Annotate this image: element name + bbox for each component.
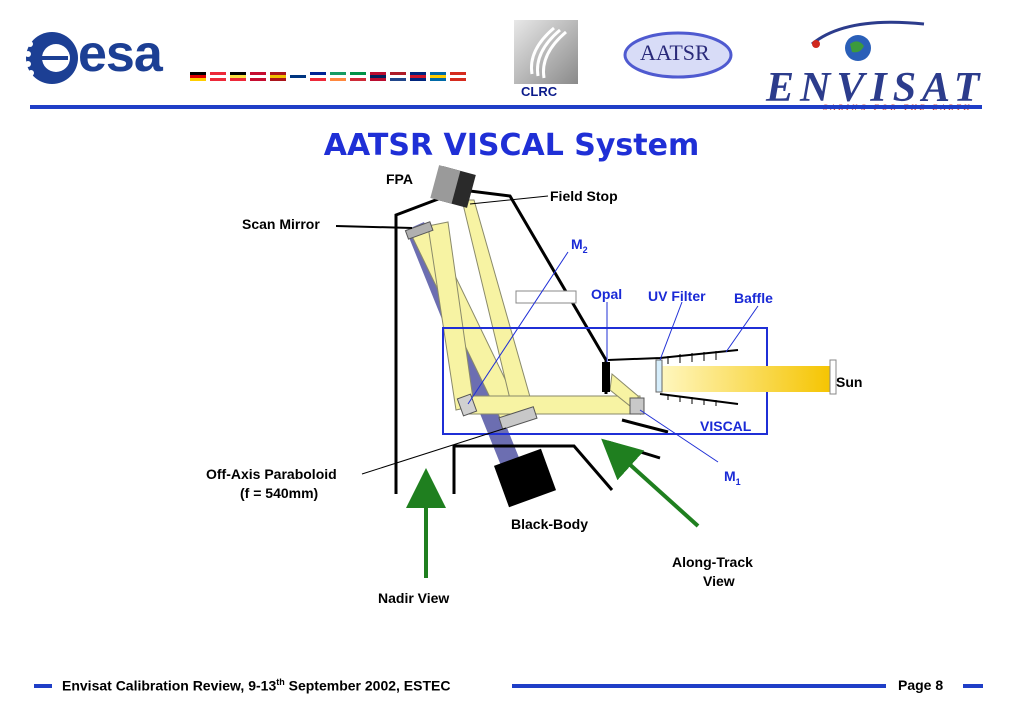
fpa-face — [430, 165, 461, 204]
flag-icon — [350, 72, 366, 81]
label-m2: M2 — [571, 236, 588, 255]
flag-icon — [270, 72, 286, 81]
paraboloid-mirror — [498, 406, 538, 430]
member-flags — [190, 70, 490, 84]
sun-beam — [660, 366, 832, 392]
flag-icon — [190, 72, 206, 81]
leader-m1 — [639, 409, 719, 463]
scan-mirror — [404, 221, 434, 240]
label-field-stop: Field Stop — [550, 188, 618, 204]
flag-icon — [430, 72, 446, 81]
leader-scan-mirror — [335, 225, 413, 229]
flag-icon — [230, 72, 246, 81]
opal-diffuser — [602, 362, 610, 392]
label-uv-filter: UV Filter — [648, 288, 706, 304]
flags-strip-icon — [190, 72, 466, 81]
flag-icon — [410, 72, 426, 81]
baffle-top — [607, 349, 739, 361]
clrc-logo — [514, 20, 578, 100]
label-opal: Opal — [591, 286, 623, 302]
leader-m2 — [467, 251, 569, 405]
envisat-globe-icon — [811, 20, 925, 61]
along-track-line-1 — [607, 440, 661, 460]
aatsr-ellipse-icon — [623, 31, 733, 79]
flag-icon — [290, 72, 306, 81]
aatsr-wordmark: AATSR — [640, 40, 710, 65]
label-viscal: VISCAL — [700, 418, 752, 434]
footer-rule-middle — [512, 684, 886, 688]
header-rule — [30, 105, 982, 109]
label-sun: Sun — [836, 374, 863, 390]
esa-logo — [22, 30, 192, 90]
clrc-wordmark: CLRC — [521, 84, 558, 99]
clrc-emblem-icon — [514, 20, 578, 84]
m2-mirror — [456, 393, 478, 417]
flag-icon — [310, 72, 326, 81]
label-off-axis-paraboloid: Off-Axis Paraboloid — [206, 466, 337, 482]
label-baffle: Baffle — [734, 290, 773, 306]
esa-wordmark: esa — [78, 25, 163, 83]
black-body-box — [493, 448, 557, 508]
label-along-track-2: View — [703, 573, 735, 589]
uv-filter — [655, 359, 663, 393]
flag-icon — [370, 72, 386, 81]
label-nadir-view: Nadir View — [378, 590, 450, 606]
leader-uv — [659, 301, 683, 361]
flag-icon — [250, 72, 266, 81]
label-along-track-1: Along-Track — [672, 554, 753, 570]
label-focal-length: (f = 540mm) — [240, 485, 319, 501]
leader-baffle — [725, 305, 759, 353]
sun-edge — [829, 359, 837, 395]
label-fpa: FPA — [386, 171, 413, 187]
label-black-body: Black-Body — [511, 516, 589, 532]
field-stop-window — [515, 290, 577, 304]
flag-icon — [330, 72, 346, 81]
leader-field-stop — [469, 195, 549, 205]
along-track-arrow — [601, 438, 700, 528]
esa-globe-icon — [25, 32, 78, 84]
leader-paraboloid — [361, 427, 507, 475]
slide-title: AATSR VISCAL System — [323, 128, 700, 163]
along-track-line-2 — [621, 418, 669, 434]
baffle-bottom — [659, 393, 739, 405]
label-m1: M1 — [724, 468, 741, 487]
aatsr-logo — [622, 30, 734, 80]
beam-m1-to-m2 — [465, 395, 641, 415]
baffle-vanes — [667, 351, 717, 406]
flag-icon — [450, 72, 466, 81]
page-number: Page 8 — [898, 677, 944, 693]
envisat-wordmark: ENVISAT — [766, 65, 986, 111]
footer-rule-right — [963, 684, 983, 688]
flag-icon — [390, 72, 406, 81]
flag-icon — [210, 72, 226, 81]
black-body-bracket — [452, 444, 614, 494]
footer-text: Envisat Calibration Review, 9-13th Septe… — [62, 677, 451, 694]
footer-rule-left — [34, 684, 52, 688]
label-scan-mirror: Scan Mirror — [242, 216, 320, 232]
envisat-emblem — [806, 14, 936, 64]
